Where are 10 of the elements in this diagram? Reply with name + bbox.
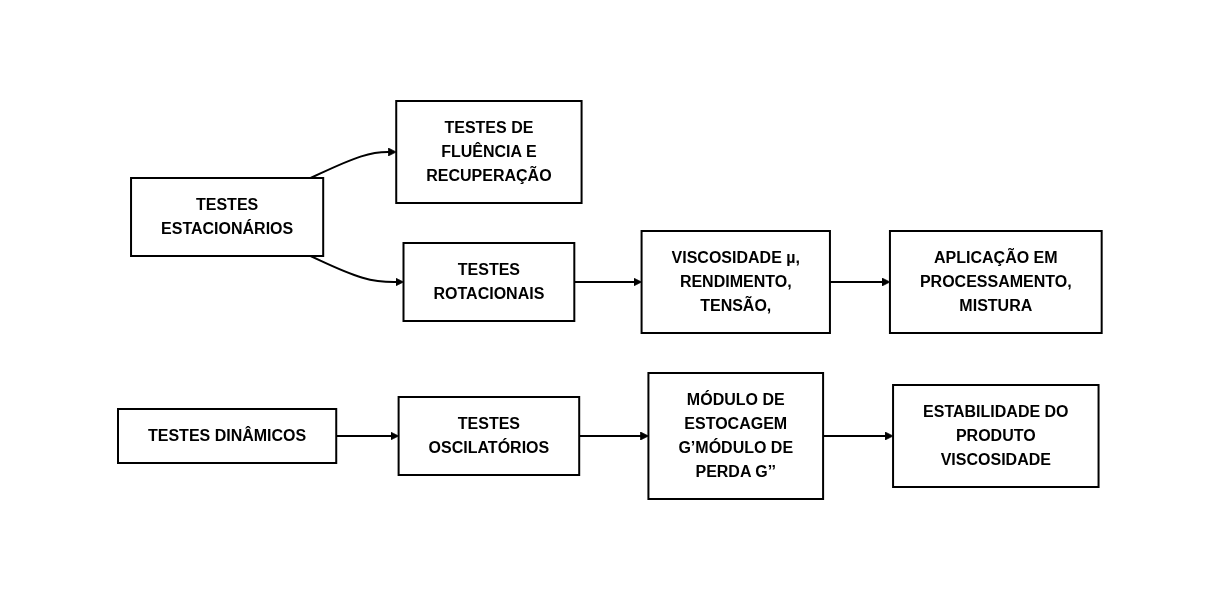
node-box: ESTABILIDADE DO PRODUTO VISCOSIDADE <box>891 384 1100 488</box>
node-box: MÓDULO DE ESTOCAGEM G’MÓDULO DE PERDA G’’ <box>647 372 824 500</box>
node-box: TESTES ROTACIONAIS <box>402 242 575 322</box>
node-box: TESTES OSCILATÓRIOS <box>397 396 580 476</box>
node-box: APLICAÇÃO EM PROCESSAMENTO, MISTURA <box>888 230 1103 334</box>
node-box: TESTES DE FLUÊNCIA E RECUPERAÇÃO <box>394 100 583 204</box>
node-box: TESTES DINÂMICOS <box>116 408 337 464</box>
arrow <box>309 255 404 287</box>
node-box: VISCOSIDADE µ, RENDIMENTO, TENSÃO, <box>640 230 831 334</box>
node-box: TESTES ESTACIONÁRIOS <box>129 177 324 257</box>
